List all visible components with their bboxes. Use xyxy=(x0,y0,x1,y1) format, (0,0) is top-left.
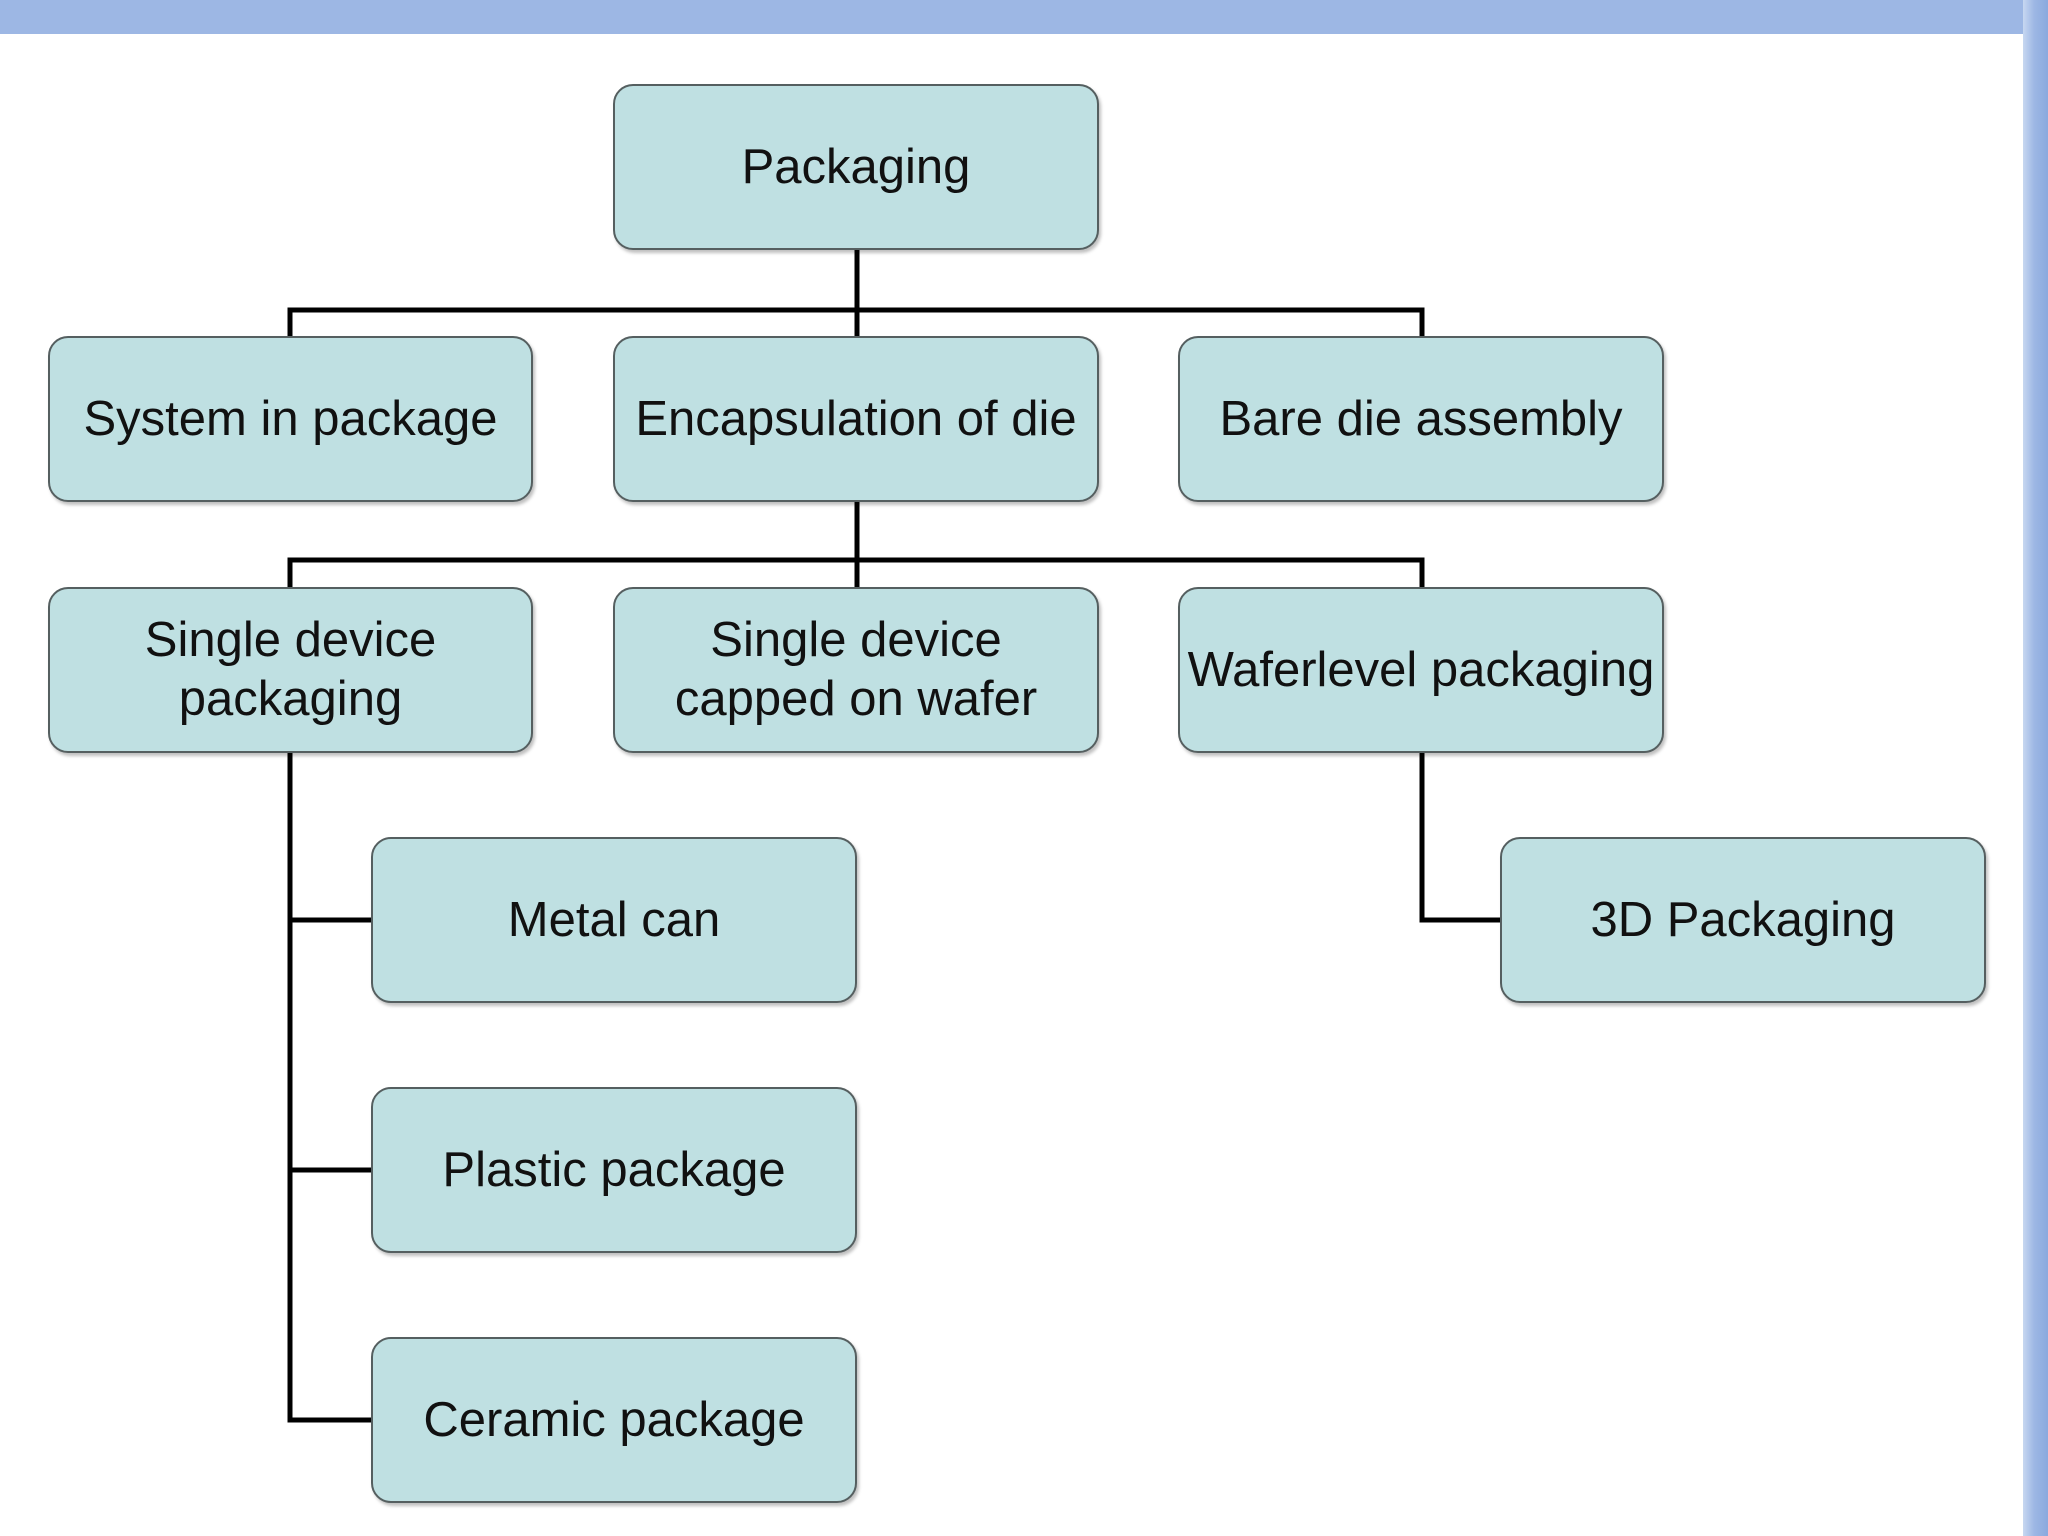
top-frame-band xyxy=(0,0,2048,34)
node-ceramic-package-label: Ceramic package xyxy=(423,1392,805,1447)
node-waferlevel-packaging-label: Waferlevel packaging xyxy=(1187,642,1655,697)
node-encapsulation-of-die-label: Encapsulation of die xyxy=(635,391,1077,446)
node-system-in-package-label: System in package xyxy=(83,391,498,446)
node-single-device-packaging-label: Single device packaging xyxy=(144,613,437,726)
node-encapsulation-of-die: Encapsulation of die xyxy=(613,336,1099,502)
node-single-device-capped-on-wafer-label: Single device capped on wafer xyxy=(674,613,1038,726)
node-metal-can-label: Metal can xyxy=(507,892,721,947)
node-single-device-capped-on-wafer: Single device capped on wafer xyxy=(613,587,1099,753)
right-frame-band xyxy=(2023,0,2048,1536)
node-ceramic-package: Ceramic package xyxy=(371,1337,857,1503)
node-metal-can: Metal can xyxy=(371,837,857,1003)
node-3d-packaging-label: 3D Packaging xyxy=(1590,892,1896,947)
node-plastic-package: Plastic package xyxy=(371,1087,857,1253)
node-packaging: Packaging xyxy=(613,84,1099,250)
node-packaging-label: Packaging xyxy=(741,139,971,194)
node-bare-die-assembly: Bare die assembly xyxy=(1178,336,1664,502)
node-waferlevel-packaging: Waferlevel packaging xyxy=(1178,587,1664,753)
node-3d-packaging: 3D Packaging xyxy=(1500,837,1986,1003)
node-bare-die-assembly-label: Bare die assembly xyxy=(1219,391,1623,446)
node-single-device-packaging: Single device packaging xyxy=(48,587,533,753)
node-system-in-package: System in package xyxy=(48,336,533,502)
node-plastic-package-label: Plastic package xyxy=(442,1142,786,1197)
